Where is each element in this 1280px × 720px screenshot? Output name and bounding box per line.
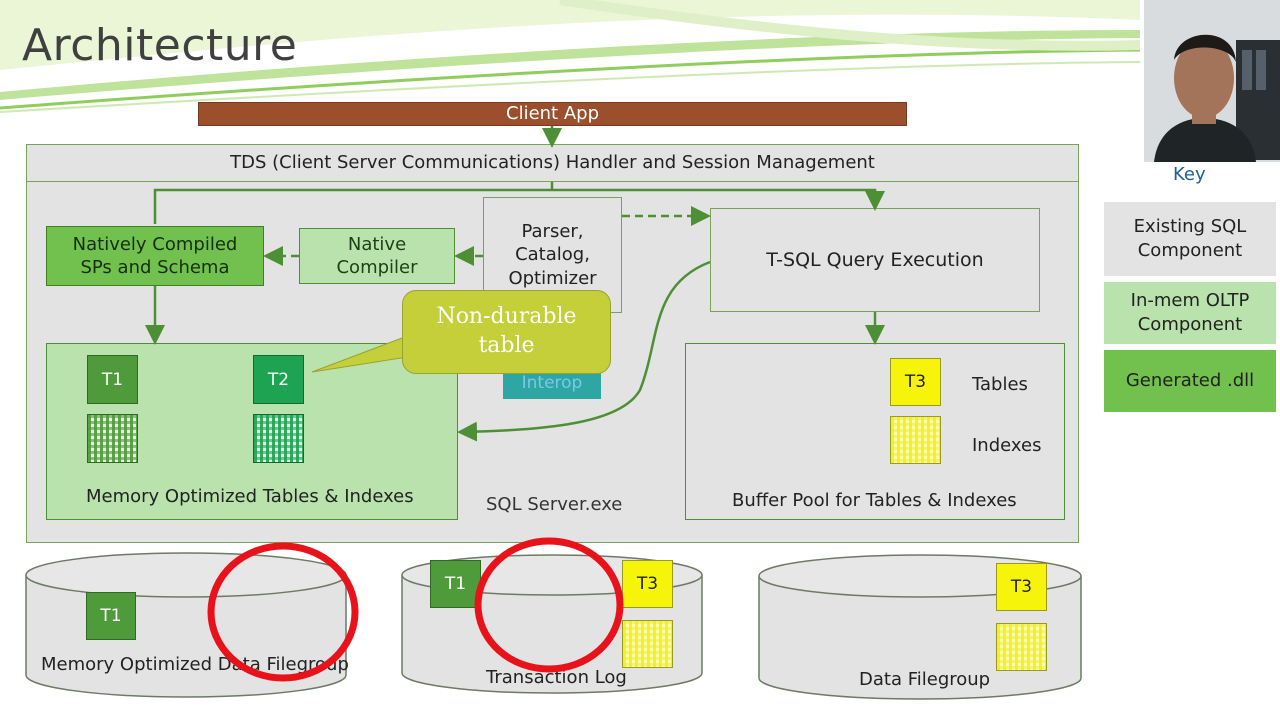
sql-server-label: SQL Server.exe — [486, 494, 623, 515]
index-t3-pattern — [890, 416, 941, 464]
buffer-pool-container — [685, 343, 1065, 520]
key-title: Key — [1173, 164, 1206, 185]
storage-index-t3-datafg — [996, 623, 1047, 671]
memory-optimized-label: Memory Optimized Tables & Indexes — [86, 486, 414, 507]
storage-index-t3-log — [622, 620, 673, 668]
presenter-avatar — [1144, 0, 1280, 162]
slide-title: Architecture — [22, 20, 298, 71]
buffer-pool-label: Buffer Pool for Tables & Indexes — [732, 490, 1017, 511]
storage-t3-log: T3 — [622, 560, 673, 608]
client-app-bar: Client App — [198, 102, 907, 126]
native-compiler-box: Native Compiler — [299, 228, 455, 284]
storage-t3-datafg: T3 — [996, 563, 1047, 611]
indexes-label: Indexes — [972, 435, 1042, 456]
table-t2: T2 — [253, 355, 304, 404]
tables-label: Tables — [972, 374, 1028, 395]
table-t3: T3 — [890, 358, 941, 406]
index-t1-pattern — [87, 414, 138, 463]
key-existing: Existing SQL Component — [1104, 202, 1276, 276]
key-inmem: In-mem OLTP Component — [1104, 282, 1276, 344]
storage-t1-memfg: T1 — [86, 592, 136, 640]
table-t1: T1 — [87, 355, 138, 404]
storage-t1-log: T1 — [430, 560, 481, 608]
mem-filegroup-label: Memory Optimized Data Filegroup — [41, 654, 349, 675]
data-filegroup-label: Data Filegroup — [859, 669, 991, 690]
transaction-log-label: Transaction Log — [486, 667, 627, 688]
index-t2-pattern — [253, 414, 304, 463]
non-durable-callout: Non-durable table — [402, 290, 611, 374]
tsql-execution-box: T-SQL Query Execution — [710, 208, 1040, 312]
key-generated: Generated .dll — [1104, 350, 1276, 412]
natively-compiled-box: Natively Compiled SPs and Schema — [46, 226, 264, 286]
